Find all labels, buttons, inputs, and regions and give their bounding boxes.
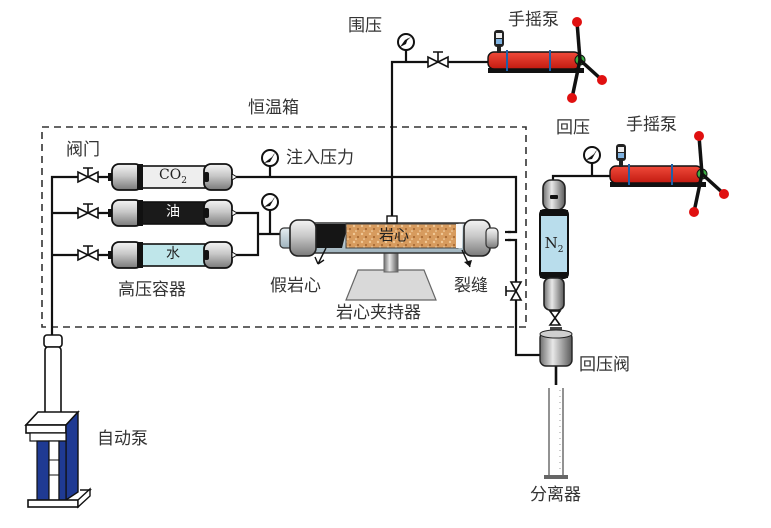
label-separator: 分离器: [530, 485, 581, 505]
pump-handle-knob[interactable]: [567, 93, 577, 103]
valve-n2-bottom[interactable]: [548, 310, 562, 326]
valves: [77, 51, 562, 326]
label-fracture: 裂缝: [454, 276, 488, 296]
pump-handle-knob[interactable]: [597, 75, 607, 85]
pump-handle-knob[interactable]: [689, 207, 699, 217]
pump-handle-arm[interactable]: [575, 21, 582, 61]
auto-pump: [24, 334, 92, 509]
valve-oil[interactable]: [77, 203, 99, 220]
label-injection-pressure: 注入压力: [286, 148, 354, 168]
pump-handle-arm[interactable]: [570, 59, 582, 99]
pump-handle-arm[interactable]: [692, 173, 704, 213]
hand-pump-right[interactable]: [609, 131, 729, 217]
pump-base: [610, 182, 706, 187]
pump-gauge: [616, 144, 626, 161]
vessel-label-co2: CO2: [148, 168, 198, 186]
vessel-label-oil: 油: [166, 204, 180, 220]
label-valve: 阀门: [66, 140, 100, 160]
label-dummy-core: 假岩心: [270, 276, 321, 296]
valve-water[interactable]: [77, 245, 99, 262]
core-sample: [345, 223, 459, 249]
gauge-confining-icon: [397, 33, 415, 51]
vessel-label-water: 水: [166, 246, 180, 262]
label-back-pressure-valve: 回压阀: [579, 355, 630, 375]
pump-base: [488, 68, 584, 73]
label-auto-pump: 自动泵: [97, 429, 148, 449]
valve-outlet[interactable]: [505, 281, 523, 301]
vessel-water: [108, 241, 238, 269]
label-core-holder: 岩心夹持器: [336, 303, 421, 323]
vessel-oil: [108, 199, 238, 227]
gauge-injection-icon: [261, 149, 279, 167]
separator: [544, 388, 568, 479]
gauge-core-inlet-icon: [261, 193, 279, 211]
label-confining-pressure: 围压: [348, 16, 382, 36]
label-hand-pump-right: 手摇泵: [626, 115, 677, 135]
n2-label-sub: 2: [557, 245, 564, 255]
n2-label-main: N: [544, 234, 558, 252]
core-holder: [279, 215, 499, 301]
gauge-back-pressure-icon: [583, 146, 601, 164]
pump-gauge: [494, 30, 504, 47]
pump-body: [487, 51, 581, 70]
pump-handle-arm[interactable]: [697, 135, 704, 175]
core-holder-stand: [345, 269, 437, 301]
n2-accumulator: [539, 179, 569, 311]
vessels: [108, 163, 238, 269]
thermostat-box: [41, 126, 527, 328]
core-label: 岩心: [378, 226, 409, 244]
label-hand-pump-top: 手摇泵: [508, 10, 559, 30]
core-outlet-ports: [505, 230, 511, 242]
label-high-pressure-vessel: 高压容器: [118, 280, 186, 300]
gauges: [261, 33, 601, 211]
pump-handle-knob[interactable]: [719, 189, 729, 199]
valve-confining[interactable]: [427, 51, 449, 69]
vessel-label-co2-sub: 2: [181, 175, 187, 186]
vessel-label-co2-main: CO: [159, 167, 182, 183]
label-thermostat: 恒温箱: [248, 98, 299, 118]
label-back-pressure: 回压: [556, 118, 590, 138]
pump-handle-knob[interactable]: [572, 17, 582, 27]
pump-handle-knob[interactable]: [694, 131, 704, 141]
hand-pump-top[interactable]: [487, 17, 607, 103]
dummy-core: [314, 224, 348, 248]
pump-body: [609, 165, 703, 184]
valve-stubs: [98, 175, 108, 257]
back-pressure-valve: [539, 327, 573, 367]
valve-co2[interactable]: [77, 167, 99, 184]
vessel-co2: [108, 163, 238, 191]
n2-label: N2: [542, 236, 566, 255]
